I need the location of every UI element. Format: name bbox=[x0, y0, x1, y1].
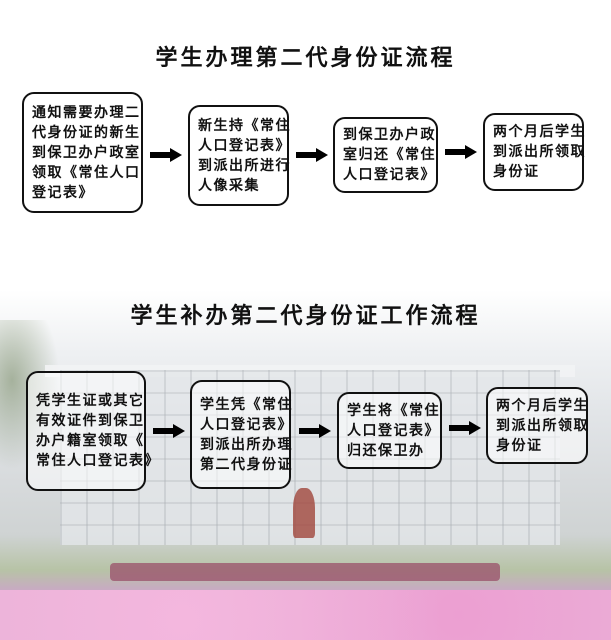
arrow-right-icon bbox=[449, 421, 481, 435]
line: 到派出所领取 bbox=[496, 417, 589, 434]
line: 到派出所进行 bbox=[198, 157, 291, 174]
top-step-1: 通知需要办理二 代身份证的新生 到保卫办户政室 领取《常住人口 登记表》 bbox=[22, 92, 143, 213]
flowers bbox=[0, 590, 611, 640]
top-step-2: 新生持《常住 人口登记表》 到派出所进行 人像采集 bbox=[188, 105, 291, 206]
line: 人口登记表》 bbox=[200, 416, 293, 433]
top-title: 学生办理第二代身份证流程 bbox=[155, 46, 456, 71]
line: 通知需要办理二 bbox=[32, 104, 141, 121]
line: 有效证件到保卫 bbox=[36, 413, 145, 429]
line: 领取《常住人口 bbox=[32, 164, 141, 181]
line: 人口登记表》 bbox=[347, 422, 440, 439]
line: 凭学生证或其它 bbox=[36, 393, 145, 409]
line: 人像采集 bbox=[198, 177, 260, 194]
hedge bbox=[110, 563, 500, 581]
line: 办户籍室领取《 bbox=[36, 433, 145, 449]
bottom-step-1: 凭学生证或其它 有效证件到保卫 办户籍室领取《 常住人口登记表》 bbox=[26, 371, 160, 491]
top-step-4: 两个月后学生 到派出所领取 身份证 bbox=[483, 113, 586, 191]
bottom-step-2: 学生凭《常住 人口登记表》 到派出所办理 第二代身份证 bbox=[190, 380, 293, 489]
arrow-right-icon bbox=[296, 148, 328, 162]
bottom-title: 学生补办第二代身份证工作流程 bbox=[130, 304, 481, 329]
line: 常住人口登记表》 bbox=[36, 453, 160, 469]
arrow-right-icon bbox=[150, 148, 182, 162]
line: 到派出所领取 bbox=[493, 144, 586, 160]
arrow-right-icon bbox=[153, 424, 185, 438]
line: 学生凭《常住 bbox=[200, 396, 293, 413]
line: 到保卫办户政 bbox=[343, 127, 436, 143]
line: 到保卫办户政室 bbox=[32, 144, 141, 161]
line: 第二代身份证 bbox=[200, 456, 293, 473]
bottom-step-4: 两个月后学生 到派出所领取 身份证 bbox=[486, 387, 588, 464]
line: 代身份证的新生 bbox=[32, 124, 141, 141]
top-step-3: 到保卫办户政 室归还《常住 人口登记表》 bbox=[333, 117, 438, 193]
line: 到派出所办理 bbox=[200, 436, 293, 453]
statue bbox=[293, 488, 315, 538]
line: 登记表》 bbox=[32, 184, 94, 201]
line: 两个月后学生 bbox=[493, 124, 586, 140]
line: 身份证 bbox=[496, 437, 543, 454]
arrow-right-icon bbox=[445, 145, 477, 159]
line: 归还保卫办 bbox=[347, 442, 425, 459]
line: 学生将《常住 bbox=[347, 402, 440, 419]
bottom-step-3: 学生将《常住 人口登记表》 归还保卫办 bbox=[337, 392, 442, 469]
line: 新生持《常住 bbox=[198, 117, 291, 134]
line: 身份证 bbox=[493, 164, 540, 180]
line: 室归还《常住 bbox=[343, 147, 436, 163]
arrow-right-icon bbox=[299, 424, 331, 438]
line: 两个月后学生 bbox=[496, 397, 589, 414]
line: 人口登记表》 bbox=[198, 137, 291, 154]
line: 人口登记表》 bbox=[343, 167, 436, 183]
